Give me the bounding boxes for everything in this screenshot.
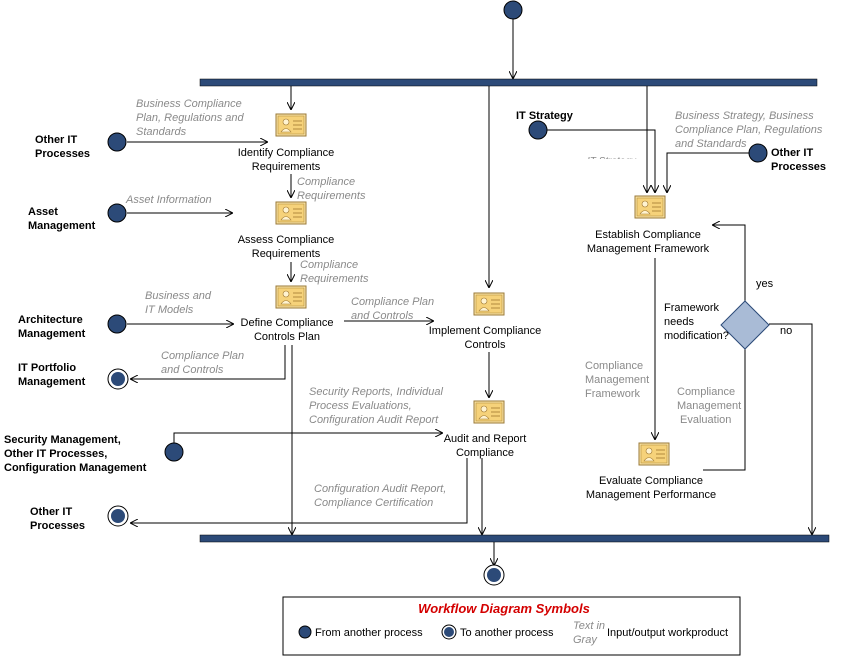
legend-from-icon	[298, 625, 312, 639]
process-icon-implement	[473, 292, 505, 316]
legend-title: Workflow Diagram Symbols	[418, 601, 590, 616]
process-icon-audit	[473, 400, 505, 424]
start-node	[503, 0, 523, 20]
from-node-asset	[107, 203, 127, 223]
wp-config-audit: Configuration Audit Report,Compliance Ce…	[314, 483, 446, 509]
from-node-other-it	[107, 132, 127, 152]
legend-from-label: From another process	[315, 627, 423, 639]
decision-diamond	[720, 300, 770, 350]
wp-asset-information: Asset Information	[125, 194, 212, 206]
process-icon-identify	[275, 113, 307, 137]
from-node-architecture	[107, 314, 127, 334]
ext-it-strategy: IT Strategy	[516, 110, 574, 122]
process-icon-assess	[275, 201, 307, 225]
legend: Workflow Diagram Symbols From another pr…	[282, 596, 741, 656]
process-icon-establish	[634, 195, 666, 219]
process-icon-evaluate	[638, 442, 670, 466]
from-node-security	[164, 442, 184, 462]
fork-bar-top	[199, 78, 818, 87]
decision-yes: yes	[756, 278, 774, 290]
join-bar-bottom	[199, 534, 830, 543]
legend-io-label: Input/output workproduct	[607, 627, 728, 639]
from-node-it-strategy	[528, 120, 548, 140]
ext-security-management: Security Management,Other IT Processes,C…	[4, 434, 147, 474]
process-icon-define	[275, 285, 307, 309]
legend-to-label: To another process	[460, 627, 554, 639]
wp-it-strategy: IT Strategy	[587, 156, 637, 167]
from-node-other-it-right	[748, 143, 768, 163]
decision-no: no	[780, 325, 792, 337]
